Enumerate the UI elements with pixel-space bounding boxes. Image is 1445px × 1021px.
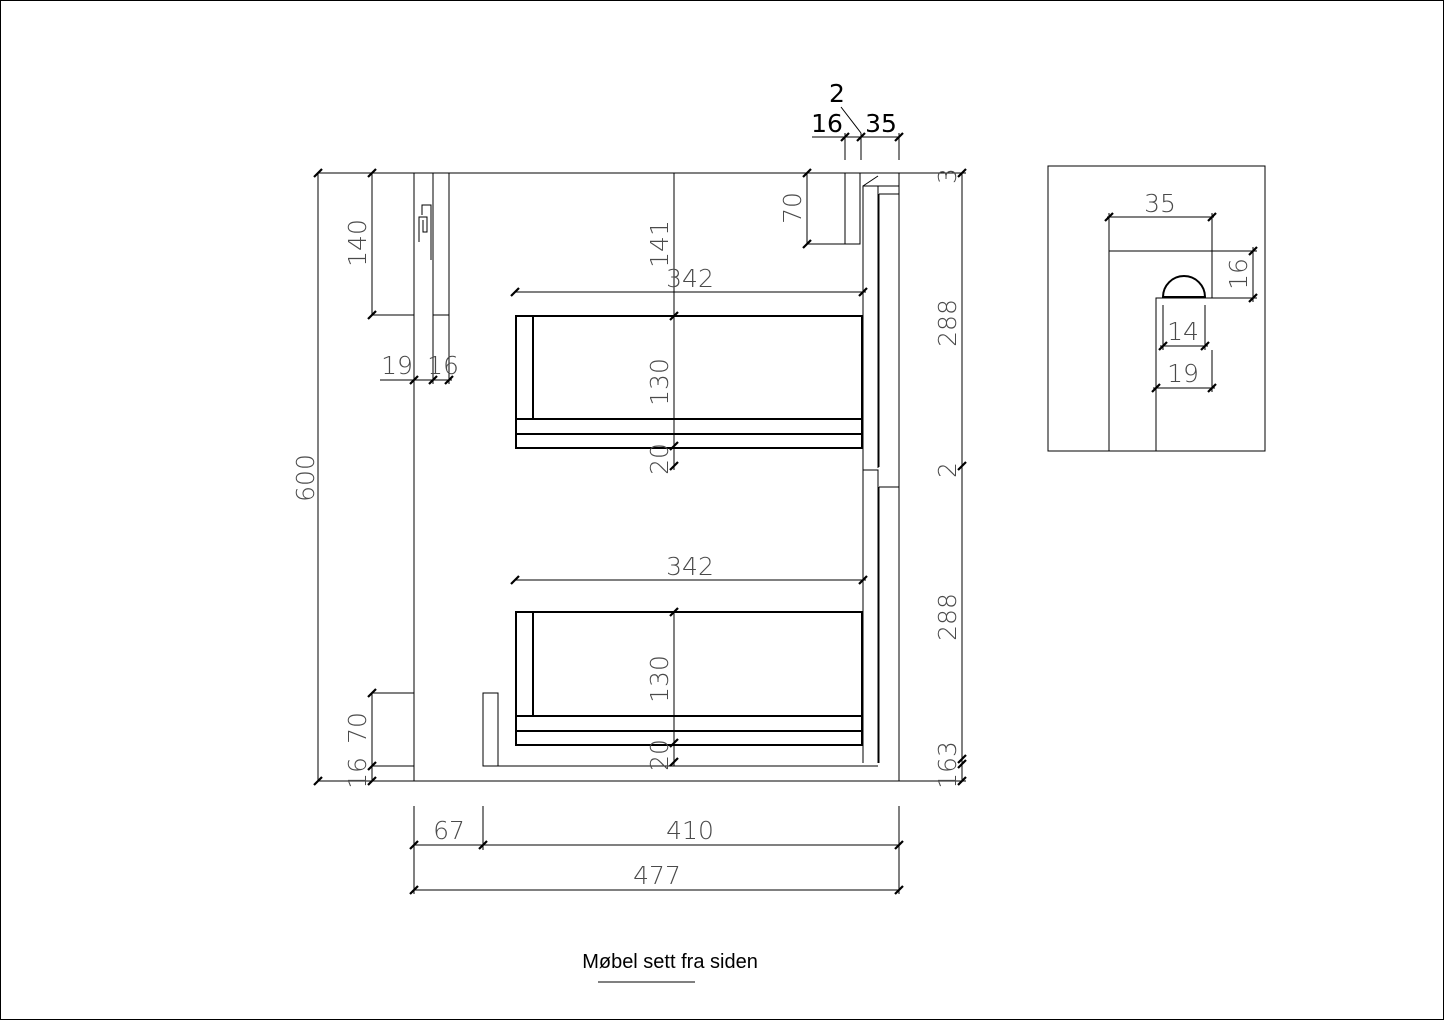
drawer-upper	[515, 315, 863, 449]
dim-600: 600	[291, 454, 320, 502]
dim-67: 67	[433, 816, 465, 845]
dim-3-top: 3	[933, 168, 962, 184]
detail-dim-14: 14	[1167, 317, 1199, 346]
dim-141: 141	[645, 220, 674, 268]
dimension-labels: 600 140 70 16 19 16 141 70 342 342 130 1…	[291, 79, 962, 890]
top-rail	[432, 172, 450, 316]
dim-2-top: 2	[829, 79, 845, 108]
dim-16-plinth: 16	[933, 757, 962, 789]
furniture-side-view	[413, 172, 900, 782]
dim-35-top: 35	[865, 109, 897, 138]
dim-70-foot: 70	[343, 712, 372, 744]
drawing-title: Møbel sett fra siden	[582, 951, 758, 973]
detail-dim-35: 35	[1144, 189, 1176, 218]
front-panel-lower	[862, 469, 899, 763]
dim-16-foot: 16	[343, 757, 372, 789]
profile-bead	[1161, 275, 1207, 298]
dimension-lines	[313, 106, 967, 895]
detail-dim-19: 19	[1167, 359, 1199, 388]
dim-20-upper: 20	[645, 443, 674, 475]
detail-dim-16: 16	[1224, 258, 1253, 290]
dim-477: 477	[633, 861, 681, 890]
dim-16-top: 16	[811, 109, 843, 138]
dim-19: 19	[381, 351, 413, 380]
dim-70-top: 70	[778, 192, 807, 224]
dim-3-bottom: 3	[933, 741, 962, 757]
dim-342-lower: 342	[666, 552, 714, 581]
dim-130-lower: 130	[645, 655, 674, 703]
dim-140: 140	[343, 219, 372, 267]
dim-130-upper: 130	[645, 358, 674, 406]
dim-2-mid: 2	[933, 462, 962, 478]
dim-410: 410	[666, 816, 714, 845]
dim-288-upper: 288	[933, 299, 962, 347]
front-panel-upper	[862, 175, 900, 470]
dim-342-upper: 342	[666, 264, 714, 293]
dim-16-rail: 16	[427, 351, 459, 380]
drawer-lower	[515, 611, 863, 746]
detail-view: 35 16 14 19	[1047, 165, 1266, 452]
dim-288-lower: 288	[933, 593, 962, 641]
dim-20-lower: 20	[645, 739, 674, 771]
